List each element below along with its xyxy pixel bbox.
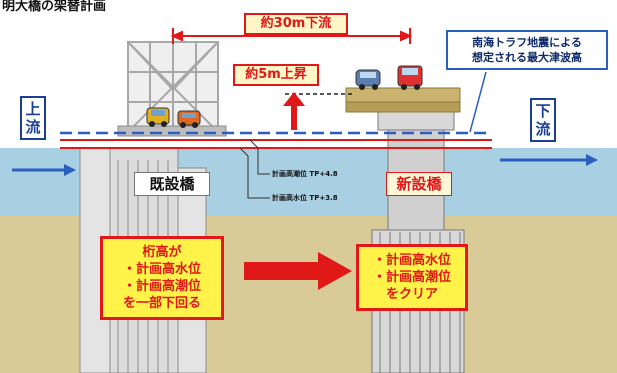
new-bridge-deck bbox=[345, 87, 461, 113]
new-note-line-2: ・計画高潮位 bbox=[372, 270, 451, 285]
new-bridge-label: 新設橋 bbox=[386, 172, 452, 196]
tide-leader bbox=[249, 139, 270, 175]
new-note-line-1: ・計画高水位 bbox=[372, 253, 451, 268]
upstream-label: 上流 bbox=[20, 96, 46, 140]
old-note-line-4: を一部下回る bbox=[122, 296, 201, 311]
water-level-label: 計画高水位 TP+3.8 bbox=[272, 194, 338, 202]
car-icon bbox=[177, 110, 201, 128]
new-bridge-note: ・計画高水位 ・計画高潮位 をクリア bbox=[356, 244, 468, 311]
car-icon bbox=[146, 107, 170, 127]
car-icon bbox=[355, 69, 381, 90]
tsunami-line-2: 想定される最大津波高 bbox=[472, 51, 582, 64]
flow-arrow-icon bbox=[500, 154, 598, 166]
old-bridge-label: 既設橋 bbox=[134, 172, 210, 196]
tide-level-label: 計画高潮位 TP+4.8 bbox=[272, 170, 338, 178]
truss-icon bbox=[127, 41, 219, 133]
distance-label: 約30m下流 bbox=[244, 13, 348, 35]
new-note-line-3: をクリア bbox=[385, 287, 438, 302]
water-leader bbox=[239, 147, 270, 199]
tsunami-line-1: 南海トラフ地震による bbox=[472, 36, 582, 49]
old-note-line-3: ・計画高潮位 bbox=[122, 279, 201, 294]
downstream-label: 下流 bbox=[530, 98, 556, 142]
old-bridge-deck bbox=[117, 125, 227, 137]
car-icon bbox=[397, 65, 423, 90]
up-arrow-icon bbox=[283, 92, 305, 130]
tsunami-callout: 南海トラフ地震による 想定される最大津波高 bbox=[446, 30, 608, 70]
tsunami-callout-pointer bbox=[469, 71, 487, 133]
flow-arrow-icon bbox=[12, 164, 76, 176]
right-arrow-icon bbox=[244, 252, 352, 290]
raise-label: 約5m上昇 bbox=[233, 64, 319, 86]
header-title: 明大橋の架替計画 bbox=[2, 0, 107, 14]
distance-dimension bbox=[170, 28, 413, 44]
old-note-line-1: 桁高が bbox=[142, 245, 182, 260]
old-bridge-note: 桁高が ・計画高水位 ・計画高潮位 を一部下回る bbox=[100, 236, 224, 320]
old-note-line-2: ・計画高水位 bbox=[122, 262, 201, 277]
